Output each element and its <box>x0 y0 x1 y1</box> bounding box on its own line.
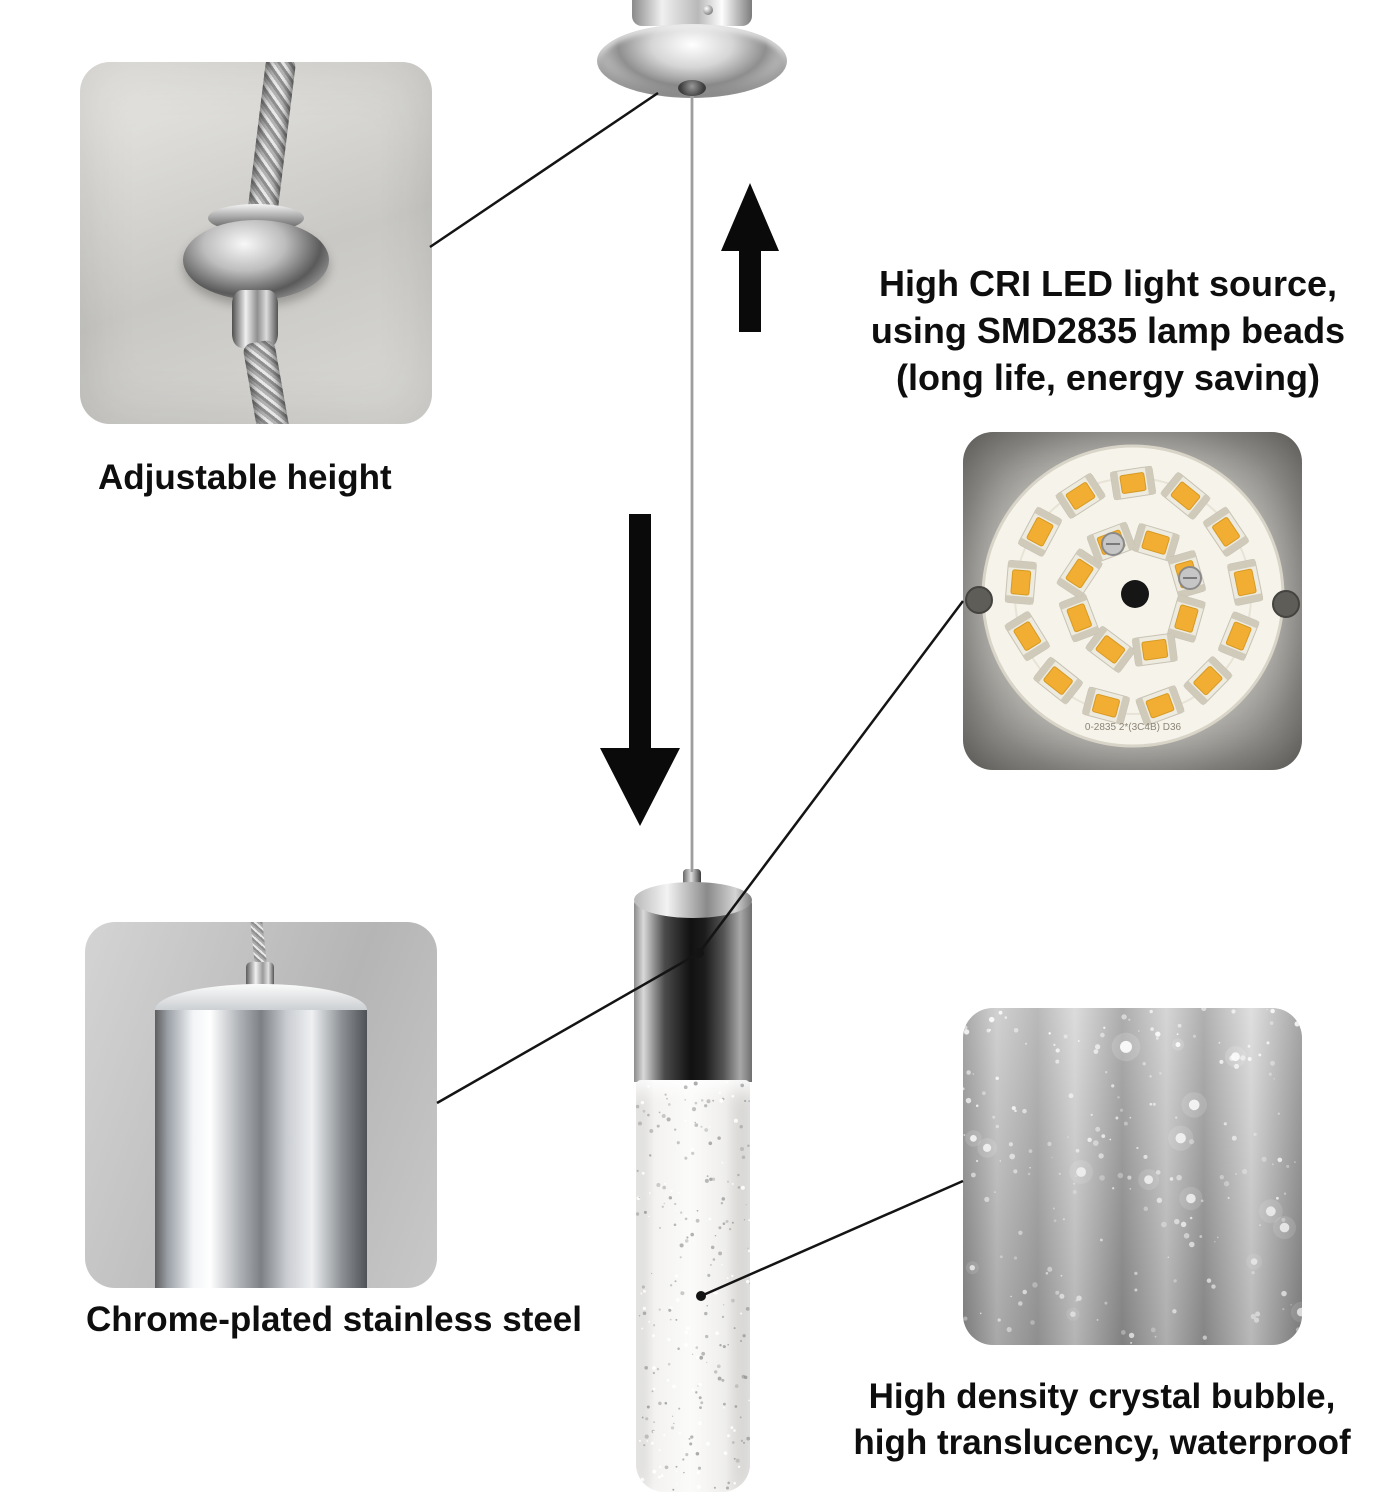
led-feature-line: using SMD2835 lamp beads <box>870 310 1346 351</box>
ceiling-canopy-stem <box>632 0 752 26</box>
pendant-crystal-body <box>636 1080 750 1492</box>
led-screw <box>1101 532 1125 556</box>
gripper-barrel <box>232 290 278 348</box>
canopy-cable-hub <box>678 80 706 96</box>
crystal-feature-line: high translucency, waterproof <box>853 1423 1351 1462</box>
crystal-sparkles-svg <box>963 1008 1302 1344</box>
housing-screw <box>1272 590 1300 618</box>
led-board-marking: 0-2835 2*(3C4B) D36 <box>1085 722 1182 733</box>
crystal-feature-text: High density crystal bubble, high transl… <box>852 1374 1352 1466</box>
housing-screw <box>965 586 993 614</box>
led-board-svg: 0-2835 2*(3C4B) D36 <box>965 444 1300 748</box>
canopy-screw <box>703 5 713 15</box>
inset-crystal-bubble-photo <box>963 1008 1302 1345</box>
chrome-cylinder-body <box>155 1010 367 1288</box>
gripper-dome <box>183 220 329 300</box>
adjustable-height-label: Adjustable height <box>98 458 392 497</box>
braided-cable-bottom <box>242 339 292 424</box>
chrome-steel-label: Chrome-plated stainless steel <box>86 1300 582 1339</box>
inset-chrome-steel-photo <box>85 922 437 1288</box>
led-center-hole <box>1121 580 1149 608</box>
callout-line-adjustable <box>429 91 659 249</box>
chrome-inset-cable <box>250 922 267 967</box>
pendant-bubbles-svg <box>636 1080 750 1491</box>
led-feature-text: High CRI LED light source, using SMD2835… <box>862 260 1354 401</box>
inset-adjustable-height-photo <box>80 62 432 424</box>
braided-cable-top <box>246 62 297 226</box>
inset-led-board-photo: 0-2835 2*(3C4B) D36 <box>963 432 1302 770</box>
led-feature-line: High CRI LED light source, <box>878 263 1337 304</box>
crystal-feature-line: High density crystal bubble, <box>868 1377 1336 1416</box>
led-screw <box>1178 566 1202 590</box>
pendant-metal-body <box>634 882 752 1082</box>
up-arrow-icon <box>721 183 779 332</box>
led-feature-line: (long life, energy saving) <box>895 357 1321 398</box>
down-arrow-icon <box>600 514 680 826</box>
